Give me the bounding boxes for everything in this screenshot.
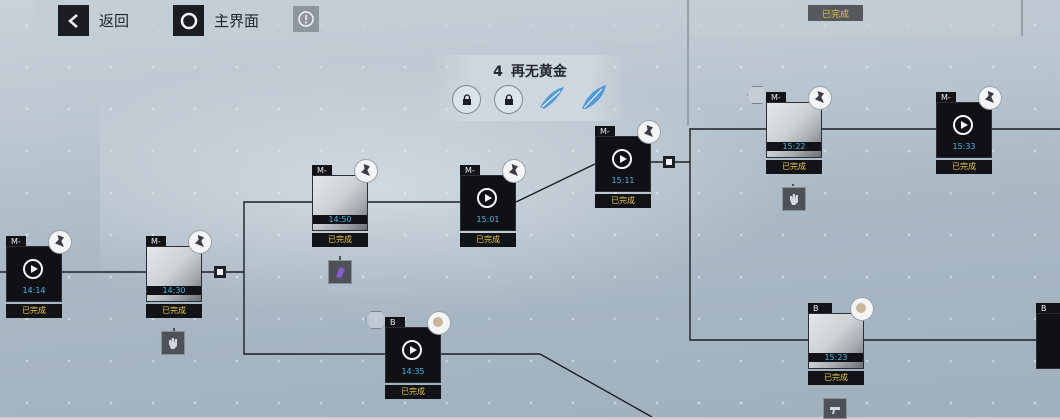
status-badge: 已完成 <box>808 5 863 21</box>
lock-icon <box>462 93 471 105</box>
reward-item[interactable] <box>328 260 352 284</box>
character-avatar <box>978 86 1002 110</box>
character-avatar <box>427 311 451 335</box>
reward-item[interactable] <box>782 187 806 211</box>
stage-time: 15:23 <box>809 353 863 362</box>
chapter-name: 再无黄金 <box>510 64 567 80</box>
hand-icon <box>169 338 177 349</box>
character-avatar <box>808 86 832 110</box>
stage-thumbnail: 14:35 <box>385 327 441 383</box>
stage-thumbnail: 15:01 <box>460 175 516 231</box>
character-avatar <box>502 159 526 183</box>
character-avatar <box>850 297 874 321</box>
home-label: 主界面 <box>214 12 260 30</box>
feather-icon[interactable] <box>536 83 568 113</box>
reward-item[interactable] <box>161 331 185 355</box>
play-icon <box>612 149 632 169</box>
stage-status: 已完成 <box>936 160 992 174</box>
stage-thumbnail <box>1036 313 1060 369</box>
exclamation-icon <box>298 11 314 27</box>
back-label: 返回 <box>99 12 130 30</box>
stage-time: 15:01 <box>476 215 500 224</box>
character-avatar <box>188 230 212 254</box>
gun-icon <box>830 406 840 414</box>
play-icon <box>953 115 973 135</box>
stage-thumbnail: 14:14 <box>6 246 62 302</box>
home-button[interactable]: 主界面 <box>173 5 259 36</box>
stage-status: 已完成 <box>766 160 822 174</box>
stage-time: 15:22 <box>767 142 821 151</box>
stage-thumbnail: 15:11 <box>595 136 651 192</box>
stage-thumbnail: 15:33 <box>936 102 992 158</box>
chapter-title: 4 再无黄金 <box>432 61 628 81</box>
feather-icon[interactable] <box>578 83 610 113</box>
stage-thumbnail: 15:22 <box>766 102 822 158</box>
locked-slot[interactable] <box>494 85 523 114</box>
stage-status: 已完成 <box>146 304 202 318</box>
stage-status: 已完成 <box>312 233 368 247</box>
chapter-number: 4 <box>493 64 503 80</box>
stage-time: 14:30 <box>147 286 201 295</box>
character-avatar <box>637 120 661 144</box>
stage-status: 已完成 <box>595 194 651 208</box>
lock-icon <box>504 93 513 105</box>
stage-thumbnail: 14:30 <box>146 246 202 302</box>
chapter-panel: 4 再无黄金 <box>432 55 628 121</box>
stage-status: 已完成 <box>385 385 441 399</box>
top-bar <box>34 0 670 42</box>
info-button[interactable] <box>293 6 319 32</box>
circle-home-icon <box>180 12 197 29</box>
character-avatar <box>48 230 72 254</box>
play-icon <box>477 188 497 208</box>
hand-icon <box>790 194 798 205</box>
stage-time: 15:11 <box>611 176 635 185</box>
stage-thumbnail: 14:50 <box>312 175 368 231</box>
stage-time: 14:14 <box>22 286 46 295</box>
stage-status: 已完成 <box>808 371 864 385</box>
stage-status: 已完成 <box>460 233 516 247</box>
crystal-icon <box>336 267 345 278</box>
play-icon <box>23 259 43 279</box>
stage-status: 已完成 <box>6 304 62 318</box>
character-avatar <box>354 159 378 183</box>
stage-time: 14:50 <box>313 215 367 224</box>
stage-thumbnail: 15:23 <box>808 313 864 369</box>
play-icon <box>402 340 422 360</box>
locked-slot[interactable] <box>452 85 481 114</box>
stage-time: 15:33 <box>952 142 976 151</box>
reward-item[interactable] <box>823 398 847 419</box>
stage-time: 14:35 <box>401 367 425 376</box>
back-button[interactable]: 返回 <box>58 5 129 36</box>
chevron-left-icon <box>67 13 78 28</box>
